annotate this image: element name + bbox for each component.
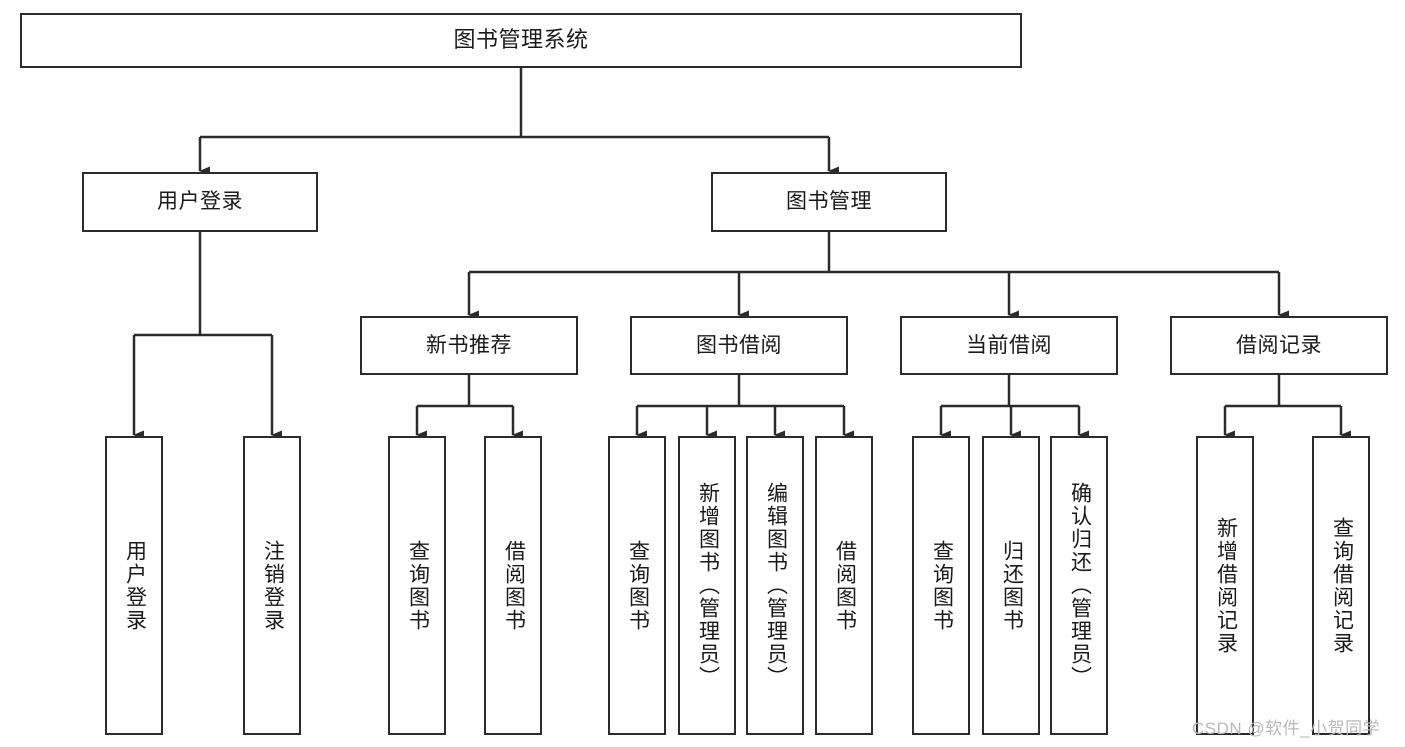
node-leaf-confirm-return-admin[interactable]: 确认归还（管理员） [1050, 436, 1108, 735]
node-leaf-return-book[interactable]: 归还图书 [982, 436, 1040, 735]
node-label-leaf-borrow-book-2: 借阅图书 [833, 539, 857, 632]
node-label-book-manage: 图书管理 [786, 190, 872, 214]
node-leaf-borrow-book-2[interactable]: 借阅图书 [815, 436, 873, 735]
node-label-leaf-query-book-2: 查询图书 [626, 539, 650, 632]
node-borrow-record[interactable]: 借阅记录 [1170, 316, 1388, 375]
node-leaf-query-book-2[interactable]: 查询图书 [608, 436, 666, 735]
node-leaf-user-login[interactable]: 用户登录 [105, 436, 163, 735]
node-leaf-edit-book-admin[interactable]: 编辑图书（管理员） [746, 436, 804, 735]
node-label-leaf-logout-login: 注销登录 [261, 539, 285, 632]
node-label-new-book-recommend: 新书推荐 [426, 333, 512, 357]
node-label-leaf-query-book-1: 查询图书 [406, 539, 430, 632]
node-leaf-logout-login[interactable]: 注销登录 [243, 436, 301, 735]
node-book-borrow[interactable]: 图书借阅 [630, 316, 848, 375]
node-root[interactable]: 图书管理系统 [20, 13, 1022, 68]
node-label-leaf-query-book-3: 查询图书 [930, 539, 954, 632]
node-current-borrow[interactable]: 当前借阅 [900, 316, 1118, 375]
node-label-leaf-add-book-admin: 新增图书（管理员） [696, 482, 720, 689]
node-label-root: 图书管理系统 [453, 27, 589, 53]
node-leaf-query-borrow-record[interactable]: 查询借阅记录 [1312, 436, 1370, 735]
node-label-leaf-edit-book-admin: 编辑图书（管理员） [764, 482, 788, 689]
node-label-leaf-borrow-book-1: 借阅图书 [502, 539, 526, 632]
node-label-book-borrow: 图书借阅 [696, 333, 782, 357]
node-label-leaf-confirm-return-admin: 确认归还（管理员） [1068, 482, 1092, 689]
node-new-book-recommend[interactable]: 新书推荐 [360, 316, 578, 375]
node-label-leaf-query-borrow-record: 查询借阅记录 [1330, 516, 1354, 655]
csdn-watermark: CSDN @软件_小贺同学 [1192, 719, 1381, 738]
node-leaf-query-book-1[interactable]: 查询图书 [388, 436, 446, 735]
node-label-user-login: 用户登录 [157, 190, 243, 214]
node-label-leaf-add-borrow-record: 新增借阅记录 [1214, 516, 1238, 655]
node-leaf-borrow-book-1[interactable]: 借阅图书 [484, 436, 542, 735]
node-leaf-add-book-admin[interactable]: 新增图书（管理员） [678, 436, 736, 735]
node-leaf-query-book-3[interactable]: 查询图书 [912, 436, 970, 735]
node-label-borrow-record: 借阅记录 [1236, 333, 1322, 357]
node-label-leaf-return-book: 归还图书 [1000, 539, 1024, 632]
node-book-manage[interactable]: 图书管理 [711, 172, 947, 232]
node-label-current-borrow: 当前借阅 [966, 333, 1052, 357]
node-leaf-add-borrow-record[interactable]: 新增借阅记录 [1196, 436, 1254, 735]
node-user-login[interactable]: 用户登录 [82, 172, 318, 232]
node-label-leaf-user-login: 用户登录 [123, 539, 147, 632]
